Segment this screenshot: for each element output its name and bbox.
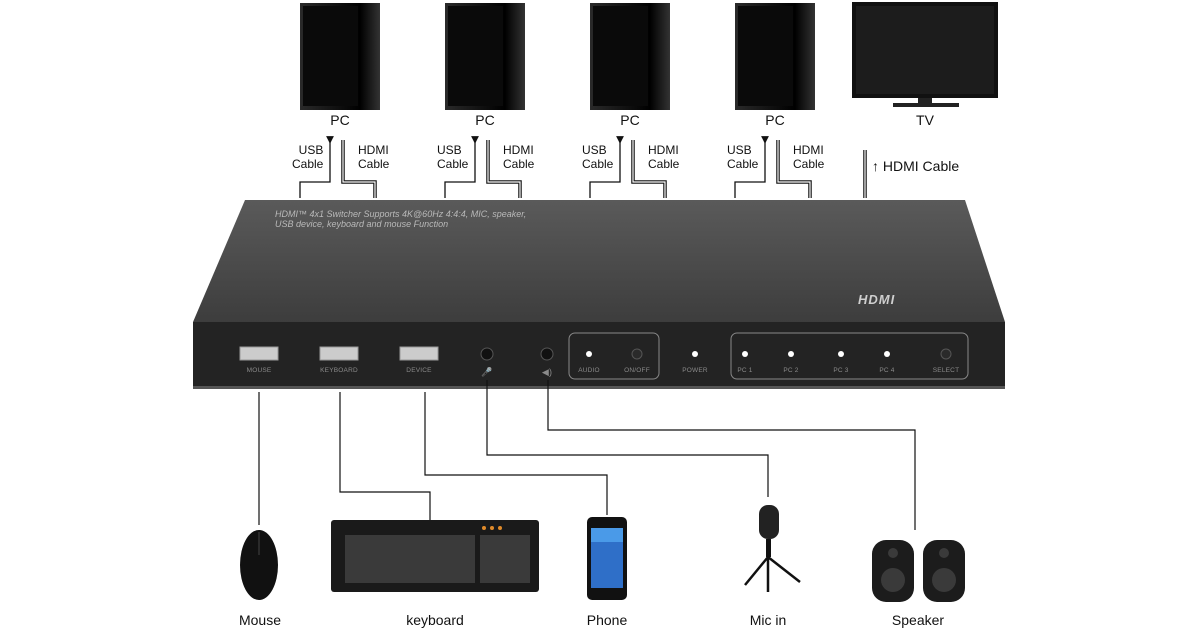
pc-2-label: PC <box>475 112 495 128</box>
tv-icon <box>852 2 998 107</box>
phone-icon <box>587 517 627 600</box>
pc-towers <box>300 3 815 110</box>
mic-icon: 🎤 <box>481 367 493 377</box>
pc-select-group <box>730 332 969 380</box>
select-button <box>940 348 952 360</box>
pc-2-icon <box>445 3 525 110</box>
port-label-device: DEVICE <box>406 367 432 374</box>
switch-description: HDMI™ 4x1 Switcher Supports 4K@60Hz 4:4:… <box>275 209 527 229</box>
mic-label: Mic in <box>749 612 787 628</box>
port-label-keyboard: KEYBOARD <box>320 367 358 374</box>
keyboard-label: keyboard <box>406 612 464 628</box>
pc-1-icon <box>300 3 380 110</box>
speaker-icon <box>872 540 965 602</box>
port-label-onoff: ON/OFF <box>624 367 650 374</box>
port-label-pc2: PC 2 <box>783 367 799 374</box>
keyboard-icon <box>331 520 539 592</box>
pc-4-icon <box>735 3 815 110</box>
microphone-icon <box>744 505 801 592</box>
hdmi-logo: HDMI <box>858 292 896 307</box>
mouse-usb-port <box>239 346 279 361</box>
port-label-pc3: PC 3 <box>833 367 849 374</box>
mouse-icon <box>240 530 278 600</box>
mic-jack <box>480 347 494 361</box>
peripheral-cables <box>258 380 916 530</box>
pc-3-icon <box>590 3 670 110</box>
mouse-label: Mouse <box>238 612 282 628</box>
port-label-select: SELECT <box>932 367 960 374</box>
keyboard-usb-port <box>319 346 359 361</box>
port-label-power: POWER <box>682 367 708 374</box>
pc-4-label: PC <box>765 112 785 128</box>
speaker-symbol-icon: ◀) <box>541 367 553 377</box>
audio-group <box>568 332 660 380</box>
speaker-label: Speaker <box>891 612 945 628</box>
pc-cables <box>299 136 867 198</box>
tv-hdmi-cable-label: ↑ HDMI Cable <box>872 158 960 174</box>
pc-3-label: PC <box>620 112 640 128</box>
port-label-pc1: PC 1 <box>737 367 753 374</box>
phone-label: Phone <box>586 612 628 628</box>
audio-onoff-button <box>631 348 643 360</box>
device-usb-port <box>399 346 439 361</box>
tv-label: TV <box>916 112 934 128</box>
port-label-audio: AUDIO <box>578 367 600 374</box>
port-label-mouse: MOUSE <box>246 367 272 374</box>
port-label-pc4: PC 4 <box>879 367 895 374</box>
kvm-switch-box <box>193 200 1005 389</box>
pc-1-label: PC <box>330 112 350 128</box>
speaker-jack <box>540 347 554 361</box>
